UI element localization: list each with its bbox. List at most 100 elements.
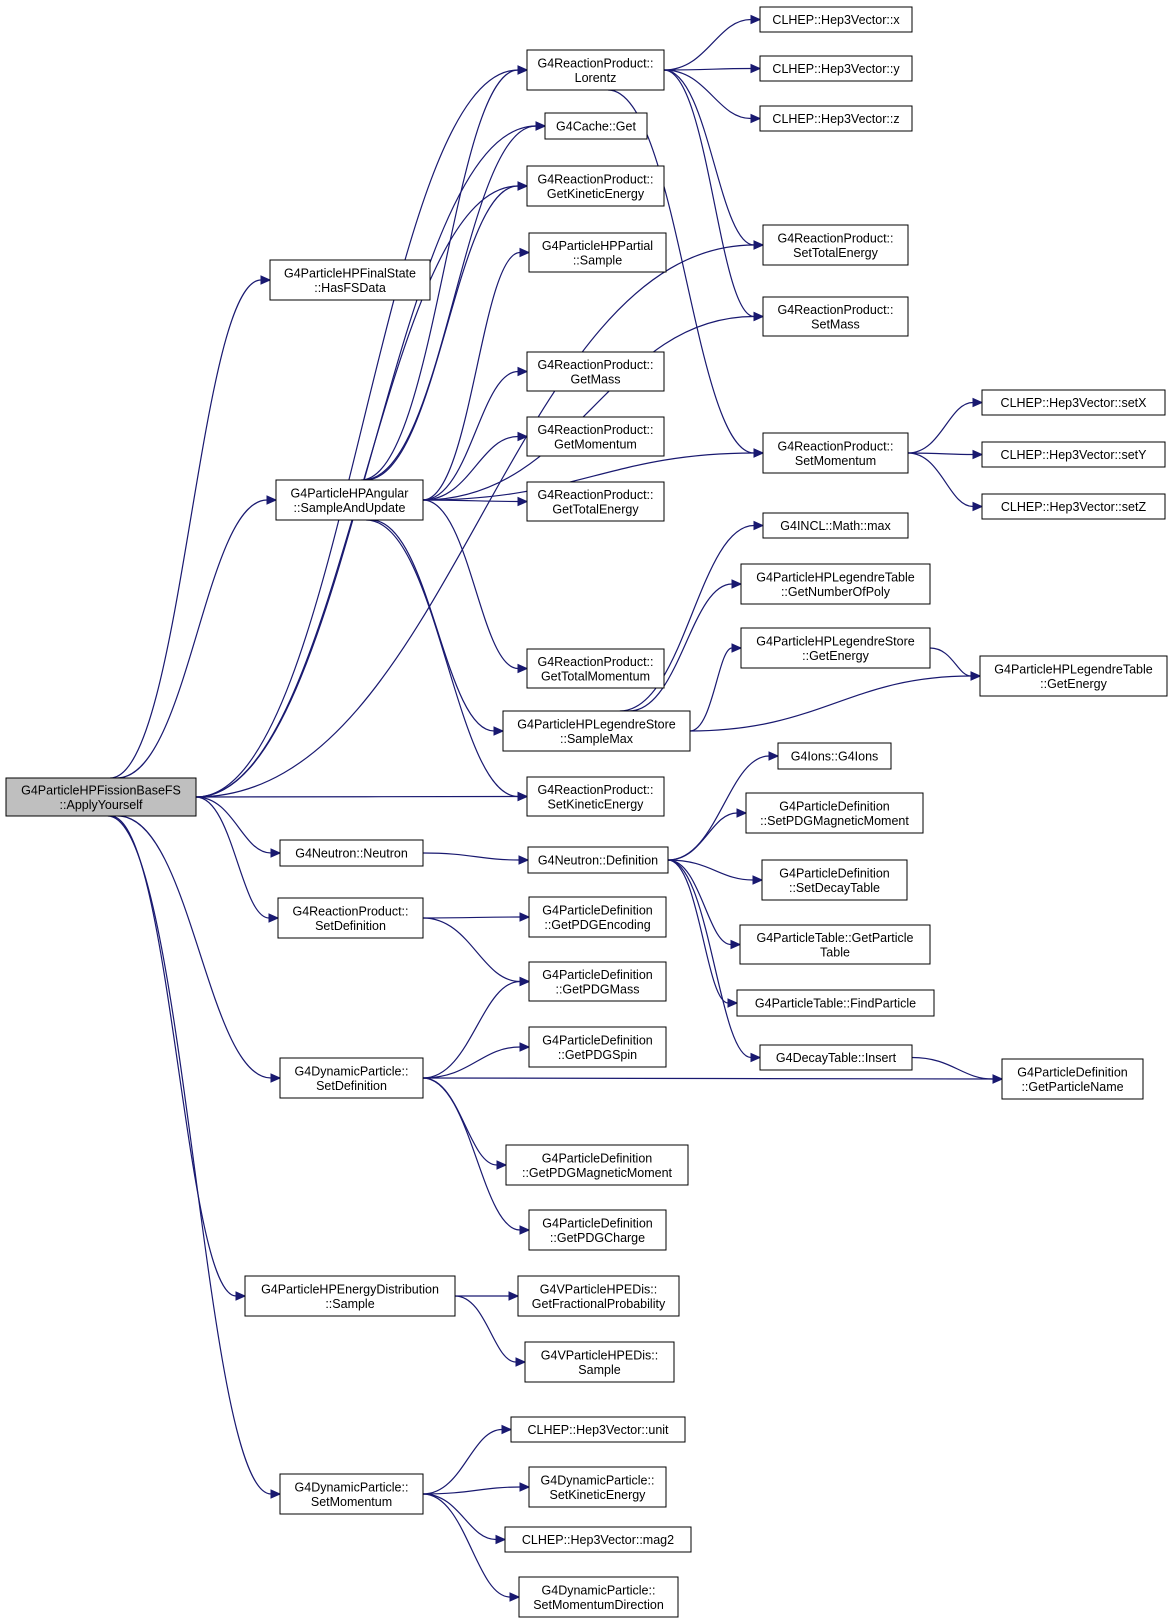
node-box-definition[interactable] (527, 846, 669, 874)
node-mag2[interactable]: CLHEP::Hep3Vector::mag2 (504, 1526, 692, 1553)
node-box-lorentz[interactable] (526, 49, 665, 91)
node-gettotmom[interactable]: G4ReactionProduct::GetTotalMomentum (526, 648, 665, 689)
node-box-pdgenc[interactable] (528, 896, 667, 938)
node-mathmax[interactable]: G4INCL::Math::max (762, 512, 909, 539)
node-box-hy[interactable] (759, 55, 913, 82)
node-box-storeen[interactable] (740, 627, 931, 669)
node-pdgmass[interactable]: G4ParticleDefinition::GetPDGMass (528, 961, 667, 1002)
node-dpsetdef[interactable]: G4DynamicParticle::SetDefinition (279, 1057, 424, 1099)
node-box-setZ[interactable] (981, 493, 1166, 520)
node-box-edsample[interactable] (244, 1275, 456, 1317)
node-pdgcharge[interactable]: G4ParticleDefinition::GetPDGCharge (528, 1209, 667, 1251)
node-box-setkin[interactable] (526, 776, 665, 817)
node-box-dpsetkin[interactable] (528, 1466, 667, 1508)
node-box-dpsetmom[interactable] (279, 1473, 424, 1515)
node-partial[interactable]: G4ParticleHPPartial::Sample (528, 232, 667, 273)
node-hy[interactable]: CLHEP::Hep3Vector::y (759, 55, 913, 82)
node-root[interactable]: G4ParticleHPFissionBaseFS::ApplyYourself (5, 777, 197, 817)
node-box-vsample[interactable] (524, 1341, 675, 1383)
node-box-pdgcharge[interactable] (528, 1209, 667, 1251)
node-setmass[interactable]: G4ReactionProduct::SetMass (762, 296, 909, 337)
node-getpdgmm[interactable]: G4ParticleDefinition::GetPDGMagneticMome… (505, 1144, 689, 1186)
node-dpsetmom[interactable]: G4DynamicParticle::SetMomentum (279, 1473, 424, 1515)
node-box-mathmax[interactable] (762, 512, 909, 539)
node-setpdgmm[interactable]: G4ParticleDefinition::SetPDGMagneticMome… (745, 792, 924, 834)
node-lorentz[interactable]: G4ReactionProduct::Lorentz (526, 49, 665, 91)
node-gettot[interactable]: G4ReactionProduct::GetTotalEnergy (526, 481, 665, 522)
node-storeen[interactable]: G4ParticleHPLegendreStore::GetEnergy (740, 627, 931, 669)
node-box-pdgspin[interactable] (528, 1026, 667, 1068)
node-getkin[interactable]: G4ReactionProduct::GetKineticEnergy (526, 165, 665, 207)
node-settot[interactable]: G4ReactionProduct::SetTotalEnergy (762, 224, 909, 266)
node-setX[interactable]: CLHEP::Hep3Vector::setX (981, 389, 1166, 416)
node-box-settot[interactable] (762, 224, 909, 266)
node-box-unit[interactable] (510, 1416, 686, 1443)
node-box-setdecay[interactable] (761, 859, 908, 901)
node-box-numpoly[interactable] (740, 563, 931, 605)
node-box-hz[interactable] (759, 105, 913, 132)
node-box-partial[interactable] (528, 232, 667, 273)
node-hz[interactable]: CLHEP::Hep3Vector::z (759, 105, 913, 132)
node-definition[interactable]: G4Neutron::Definition (527, 846, 669, 874)
node-decayins[interactable]: G4DecayTable::Insert (759, 1044, 913, 1071)
node-box-cacheget[interactable] (544, 112, 648, 140)
node-box-root[interactable] (5, 777, 197, 817)
node-box-getpt[interactable] (739, 924, 931, 965)
node-g4ions[interactable]: G4Ions::G4Ions (777, 742, 892, 770)
node-box-fracprob[interactable] (517, 1275, 680, 1317)
node-vsample[interactable]: G4VParticleHPEDis::Sample (524, 1341, 675, 1383)
node-pdgenc[interactable]: G4ParticleDefinition::GetPDGEncoding (528, 896, 667, 938)
node-box-gettotmom[interactable] (526, 648, 665, 689)
node-getmass[interactable]: G4ReactionProduct::GetMass (526, 351, 665, 392)
node-setkin[interactable]: G4ReactionProduct::SetKineticEnergy (526, 776, 665, 817)
node-samplemax[interactable]: G4ParticleHPLegendreStore::SampleMax (502, 710, 691, 752)
node-momdir[interactable]: G4DynamicParticle::SetMomentumDirection (518, 1576, 679, 1618)
node-findp[interactable]: G4ParticleTable::FindParticle (736, 989, 935, 1017)
node-box-getkin[interactable] (526, 165, 665, 207)
node-box-setY[interactable] (981, 441, 1166, 468)
node-unit[interactable]: CLHEP::Hep3Vector::unit (510, 1416, 686, 1443)
node-box-angular[interactable] (275, 479, 424, 521)
node-setY[interactable]: CLHEP::Hep3Vector::setY (981, 441, 1166, 468)
node-neutron[interactable]: G4Neutron::Neutron (279, 839, 424, 867)
node-box-neutron[interactable] (279, 839, 424, 867)
node-angular[interactable]: G4ParticleHPAngular::SampleAndUpdate (275, 479, 424, 521)
node-setdecay[interactable]: G4ParticleDefinition::SetDecayTable (761, 859, 908, 901)
node-setZ[interactable]: CLHEP::Hep3Vector::setZ (981, 493, 1166, 520)
node-dpsetkin[interactable]: G4DynamicParticle::SetKineticEnergy (528, 1466, 667, 1508)
node-box-hasfs[interactable] (269, 259, 431, 301)
node-fracprob[interactable]: G4VParticleHPEDis::GetFractionalProbabil… (517, 1275, 680, 1317)
node-box-getpname[interactable] (1001, 1058, 1144, 1100)
node-getmom[interactable]: G4ReactionProduct::GetMomentum (526, 416, 665, 457)
node-edsample[interactable]: G4ParticleHPEnergyDistribution::Sample (244, 1275, 456, 1317)
node-box-getmom[interactable] (526, 416, 665, 457)
node-box-hx[interactable] (759, 6, 913, 33)
node-pdgspin[interactable]: G4ParticleDefinition::GetPDGSpin (528, 1026, 667, 1068)
node-box-getmass[interactable] (526, 351, 665, 392)
node-box-getpdgmm[interactable] (505, 1144, 689, 1186)
node-box-samplemax[interactable] (502, 710, 691, 752)
node-tableen[interactable]: G4ParticleHPLegendreTable::GetEnergy (979, 655, 1168, 697)
node-box-decayins[interactable] (759, 1044, 913, 1071)
node-box-setmom[interactable] (762, 432, 909, 474)
node-cacheget[interactable]: G4Cache::Get (544, 112, 648, 140)
node-hasfs[interactable]: G4ParticleHPFinalState::HasFSData (269, 259, 431, 301)
node-setmom[interactable]: G4ReactionProduct::SetMomentum (762, 432, 909, 474)
node-box-dpsetdef[interactable] (279, 1057, 424, 1099)
node-box-tableen[interactable] (979, 655, 1168, 697)
node-box-momdir[interactable] (518, 1576, 679, 1618)
node-box-findp[interactable] (736, 989, 935, 1017)
node-numpoly[interactable]: G4ParticleHPLegendreTable::GetNumberOfPo… (740, 563, 931, 605)
node-box-mag2[interactable] (504, 1526, 692, 1553)
node-rpsetdef[interactable]: G4ReactionProduct::SetDefinition (277, 897, 424, 939)
node-box-g4ions[interactable] (777, 742, 892, 770)
node-hx[interactable]: CLHEP::Hep3Vector::x (759, 6, 913, 33)
node-box-setX[interactable] (981, 389, 1166, 416)
node-box-setmass[interactable] (762, 296, 909, 337)
node-box-pdgmass[interactable] (528, 961, 667, 1002)
node-getpname[interactable]: G4ParticleDefinition::GetParticleName (1001, 1058, 1144, 1100)
node-box-setpdgmm[interactable] (745, 792, 924, 834)
node-box-gettot[interactable] (526, 481, 665, 522)
node-box-rpsetdef[interactable] (277, 897, 424, 939)
